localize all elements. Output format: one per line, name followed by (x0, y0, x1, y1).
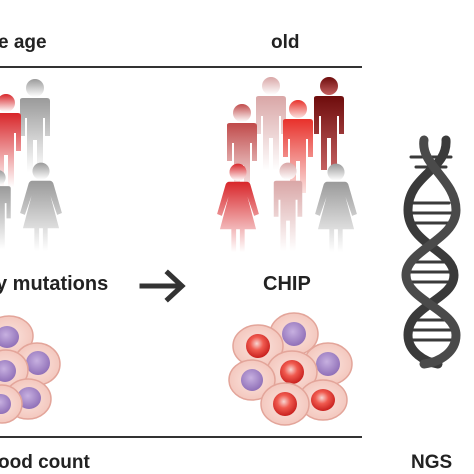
age-header-left: e age (0, 32, 47, 53)
chip-blood-cells (228, 312, 353, 426)
person-icon (315, 163, 357, 252)
normal-blood-cells (0, 315, 61, 424)
mutations-label: y mutations (0, 273, 109, 295)
person-icon (20, 162, 62, 251)
arrow-right-icon (139, 269, 186, 303)
blood-cell-icon (228, 359, 276, 401)
dna-helix-icon (401, 135, 461, 369)
person-icon (217, 163, 259, 252)
person-icon (20, 79, 50, 172)
person-icon (273, 162, 303, 251)
ngs-label: NGS (411, 452, 453, 473)
blood-cell-icon (0, 384, 23, 424)
person-icon (314, 77, 344, 170)
old-population (217, 77, 357, 252)
blood-cell-icon (260, 382, 310, 426)
age-header-old: old (271, 32, 300, 53)
young-population (0, 79, 62, 251)
person-icon (256, 77, 286, 170)
blood-cell-icon (232, 324, 284, 368)
blood-count-label: ood count (0, 452, 90, 473)
chip-label: CHIP (263, 273, 311, 295)
